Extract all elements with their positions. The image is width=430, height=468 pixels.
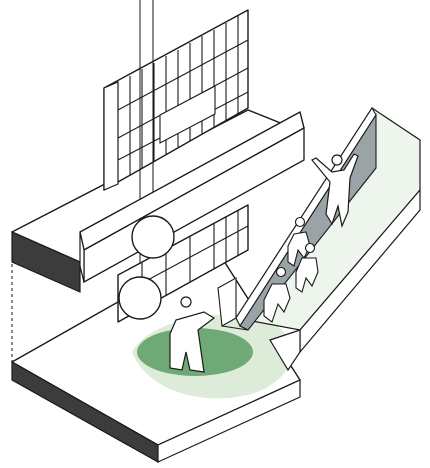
person-climbing [263, 216, 319, 323]
person-standing [169, 296, 216, 373]
pendant-lamp-lower [118, 276, 162, 320]
pendant-lamp-upper [131, 215, 175, 259]
person-waving [311, 153, 359, 229]
